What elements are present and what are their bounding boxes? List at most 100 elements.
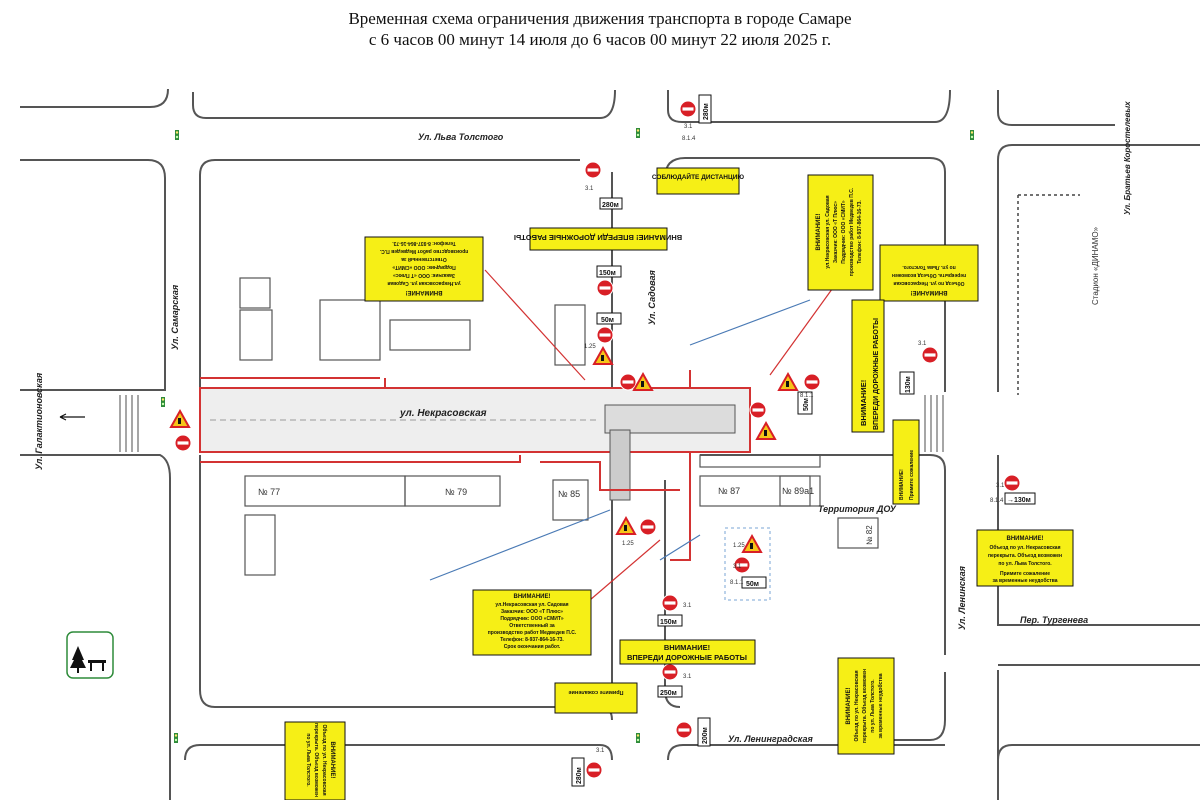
title-line-1: Временная схема ограничения движения тра… xyxy=(348,9,852,28)
svg-text:Телефон: 8-937-864-16-73.: Телефон: 8-937-864-16-73. xyxy=(500,636,564,643)
street-leninskaya: Ул. Ленинская xyxy=(957,565,967,630)
svg-text:Примите сожаление: Примите сожаление xyxy=(909,450,915,500)
svg-text:50м: 50м xyxy=(601,317,614,324)
park-tree-bench-icon xyxy=(66,631,114,679)
buildings xyxy=(239,277,879,576)
roadworks-warning-icon xyxy=(778,373,798,391)
notice-roadworks-bottom: ВНИМАНИЕ! ВПЕРЕДИ ДОРОЖНЫЕ РАБОТЫ xyxy=(619,639,756,665)
svg-text:Подрядчик: ООО «СМИТ»: Подрядчик: ООО «СМИТ» xyxy=(841,200,847,264)
notice-leaders xyxy=(484,269,836,601)
notice-info-left: ВНИМАНИЕ! ул.Некрасовская ул. Садовая За… xyxy=(364,236,484,302)
svg-text:ВПЕРЕДИ ДОРОЖНЫЕ РАБОТЫ: ВПЕРЕДИ ДОРОЖНЫЕ РАБОТЫ xyxy=(627,653,747,662)
traffic-light-icon xyxy=(970,130,974,140)
svg-text:ул.Некрасовская ул. Садовая: ул.Некрасовская ул. Садовая xyxy=(825,195,831,268)
distance-plates: 280м 280м 150м 50м 50м 130м 150м 250м 50… xyxy=(571,94,1036,787)
svg-text:8.1.4: 8.1.4 xyxy=(990,498,1004,504)
notice-distance: СОБЛЮДАЙТЕ ДИСТАНЦИЮ xyxy=(652,167,744,195)
block-left xyxy=(20,159,166,391)
svg-text:Телефон: 8-937-864-16-73.: Телефон: 8-937-864-16-73. xyxy=(856,200,863,264)
no-entry-icon xyxy=(639,518,657,536)
svg-text:Заказчик: ООО «Т Плюс»: Заказчик: ООО «Т Плюс» xyxy=(501,609,563,615)
svg-text:ВНИМАНИЕ!: ВНИМАНИЕ! xyxy=(846,688,852,725)
svg-text:Ответственный за: Ответственный за xyxy=(401,256,447,263)
notice-info-vertical: ВНИМАНИЕ! ул.Некрасовская ул. Садовая За… xyxy=(807,174,874,291)
street-sadovaya: Ул. Садовая xyxy=(647,270,657,325)
notice-small-vertical-right: ВНИМАНИЕ! Примите сожаление xyxy=(892,419,920,505)
building-79: № 79 xyxy=(445,487,467,497)
svg-text:производство работ Медведев П.: производство работ Медведев П.С. xyxy=(379,248,468,255)
svg-text:ВНИМАНИЕ!: ВНИМАНИЕ! xyxy=(664,643,710,652)
no-entry-icon xyxy=(174,434,192,452)
roadworks-warning-icon xyxy=(170,410,190,428)
building-89: № 89а1 xyxy=(782,486,814,496)
street-leningradskaya: Ул. Ленинградская xyxy=(728,734,813,744)
west-arrow xyxy=(59,413,85,421)
block-top-far-right xyxy=(997,90,1115,126)
svg-text:ВНИМАНИЕ!: ВНИМАНИЕ! xyxy=(1007,536,1044,542)
roadworks-warning-icon xyxy=(633,373,653,391)
svg-text:перекрыта. Объезд возможен: перекрыта. Объезд возможен xyxy=(861,669,868,743)
svg-text:Телефон: 8-937-864-16-73.: Телефон: 8-937-864-16-73. xyxy=(392,240,456,247)
svg-text:1.25: 1.25 xyxy=(584,344,596,350)
block-top-right xyxy=(667,89,951,123)
svg-text:Примите сожаление: Примите сожаление xyxy=(568,689,623,695)
street-tolstoy: Ул. Льва Толстого xyxy=(418,132,504,142)
notice-small-bottom: Примите сожаление xyxy=(554,682,638,714)
svg-text:производство работ Медведев П.: производство работ Медведев П.С. xyxy=(488,629,577,636)
stadium-dinamo: Стадион «ДИНАМО» xyxy=(1091,226,1100,305)
no-entry-icon xyxy=(596,279,614,297)
no-entry-icon xyxy=(679,100,697,118)
svg-text:ВНИМАНИЕ!: ВНИМАНИЕ! xyxy=(406,289,443,295)
street-samarskaya: Ул. Самарская xyxy=(170,284,180,350)
svg-text:ВНИМАНИЕ!: ВНИМАНИЕ! xyxy=(911,289,948,295)
svg-text:150м: 150м xyxy=(660,619,677,626)
no-entry-icon xyxy=(803,373,821,391)
building-82: № 82 xyxy=(865,525,874,545)
no-entry-icon xyxy=(675,721,693,739)
svg-text:1.25: 1.25 xyxy=(733,543,745,549)
notice-info-bottom: ВНИМАНИЕ! ул.Некрасовская ул. Садовая За… xyxy=(472,589,592,656)
street-br-korostelevyh: Ул. Братьев Коростелевых xyxy=(1123,101,1132,215)
svg-text:Ответственный за: Ответственный за xyxy=(509,622,555,629)
svg-text:перекрыта. Объезд возможен: перекрыта. Объезд возможен xyxy=(988,552,1062,559)
pedestrian-routes xyxy=(429,299,811,581)
svg-text:8.1.4: 8.1.4 xyxy=(682,136,696,142)
street-labels: Ул. Льва Толстого Ул. Самарская Ул. Гала… xyxy=(34,101,1132,744)
svg-text:3.1: 3.1 xyxy=(996,483,1005,489)
svg-text:Объезд по ул. Некрасовская: Объезд по ул. Некрасовская xyxy=(853,670,860,741)
no-entry-icon xyxy=(661,663,679,681)
building-87: № 87 xyxy=(718,486,740,496)
no-entry-icon xyxy=(596,326,614,344)
svg-text:3.1: 3.1 xyxy=(683,674,692,680)
no-entry-icon xyxy=(619,373,637,391)
svg-text:ВНИМАНИЕ! ВПЕРЕДИ ДОРОЖНЫЕ РАБ: ВНИМАНИЕ! ВПЕРЕДИ ДОРОЖНЫЕ РАБОТЫ xyxy=(514,233,682,242)
svg-text:по ул. Льва Толстого.: по ул. Льва Толстого. xyxy=(305,733,311,787)
svg-text:→130м: →130м xyxy=(1007,497,1031,504)
traffic-light-icon xyxy=(174,733,178,743)
svg-text:50м: 50м xyxy=(803,398,810,411)
sign-cluster-box xyxy=(724,527,771,601)
notice-vertical-bottom-left: ВНИМАНИЕ! Объезд по ул. Некрасовская пер… xyxy=(284,721,346,800)
svg-text:ВНИМАНИЕ!: ВНИМАНИЕ! xyxy=(899,469,905,500)
svg-text:ВНИМАНИЕ!: ВНИМАНИЕ! xyxy=(816,214,822,251)
roadworks-warning-icon xyxy=(756,422,776,440)
svg-text:Срок окончания работ.: Срок окончания работ. xyxy=(504,643,561,650)
roadworks-warning-icon xyxy=(616,517,636,535)
svg-text:ВПЕРЕДИ ДОРОЖНЫЕ РАБОТЫ: ВПЕРЕДИ ДОРОЖНЫЕ РАБОТЫ xyxy=(873,318,880,430)
svg-text:Подрядчик: ООО «СМИТ»: Подрядчик: ООО «СМИТ» xyxy=(500,616,564,622)
no-entry-icon xyxy=(921,346,939,364)
street-galaktionovskaya: Ул. Галактионовская xyxy=(34,372,44,470)
svg-text:Примите сожаление: Примите сожаление xyxy=(1000,571,1050,577)
scheme-title: Временная схема ограничения движения тра… xyxy=(0,8,1200,50)
no-entry-icon xyxy=(584,161,602,179)
building-77: № 77 xyxy=(258,487,280,497)
roadworks-warning-icon xyxy=(742,535,762,553)
svg-text:8.1.1: 8.1.1 xyxy=(800,393,814,399)
svg-text:ВНИМАНИЕ!: ВНИМАНИЕ! xyxy=(859,380,868,426)
zebra-crossings xyxy=(119,395,944,452)
notice-vertical-bottom-right: ВНИМАНИЕ! Объезд по ул. Некрасовская пер… xyxy=(837,657,895,755)
notice-detour-top-right: ВНИМАНИЕ! Объезд по ул. Некрасовская пер… xyxy=(879,244,979,302)
street-nekrasovskaya: ул. Некрасовская xyxy=(399,408,487,419)
road-network xyxy=(20,88,1200,800)
